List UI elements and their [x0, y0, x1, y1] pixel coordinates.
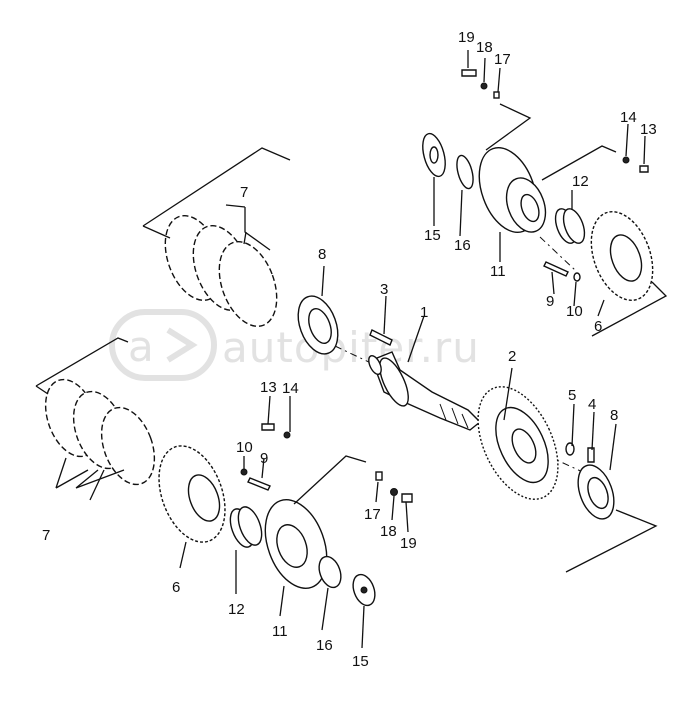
left-cap-15 — [352, 573, 376, 607]
left-bolt-13 — [261, 423, 275, 431]
callout-13-right: 13 — [640, 121, 657, 138]
callout-10-right: 10 — [566, 303, 583, 320]
callout-18-right: 18 — [476, 39, 493, 56]
leader-lines — [35, 50, 668, 649]
callout-17-left: 17 — [364, 506, 381, 523]
callout-9-right: 9 — [546, 293, 554, 310]
right-nut-17 — [493, 91, 500, 99]
left-carrier-11 — [264, 499, 328, 589]
callout-18-left: 18 — [380, 523, 397, 540]
callout-3: 3 — [380, 281, 388, 298]
left-pin-19 — [401, 493, 413, 503]
callout-1: 1 — [420, 304, 428, 321]
shim-set-bottom — [44, 378, 156, 486]
left-cage-6 — [158, 445, 226, 543]
callout-6-right: 6 — [594, 318, 602, 335]
callout-16-right: 16 — [454, 237, 471, 254]
callout-labels: 1 2 3 4 5 6 6 7 7 8 8 9 9 10 10 11 11 12… — [42, 29, 657, 670]
a-arrow-logo-icon: a — [109, 309, 217, 381]
right-cage-6 — [590, 211, 654, 301]
pinion-shaft — [368, 351, 482, 431]
bolt-3 — [369, 329, 393, 346]
bearing-bottom — [577, 464, 615, 520]
callout-15-left: 15 — [352, 653, 369, 670]
right-cap-15 — [422, 132, 446, 178]
callout-14-right: 14 — [620, 109, 637, 126]
right-ring-12 — [554, 208, 586, 244]
shim-set-top — [164, 215, 278, 327]
washer-5 — [565, 442, 575, 456]
callout-19-left: 19 — [400, 535, 417, 552]
callout-11-right: 11 — [490, 263, 506, 280]
callout-8-top: 8 — [318, 246, 326, 263]
svg-text:a: a — [128, 322, 155, 371]
watermark: a autopiter.ru — [109, 309, 480, 381]
callout-2: 2 — [508, 348, 516, 365]
callout-17-right: 17 — [494, 51, 511, 68]
callout-11-left: 11 — [272, 623, 288, 640]
right-bolt-13 — [639, 165, 649, 173]
right-carrier-11 — [478, 147, 547, 233]
left-ring-12 — [229, 506, 263, 548]
callout-12-left: 12 — [228, 601, 245, 618]
right-bolt-9 — [543, 261, 569, 277]
callout-4: 4 — [588, 396, 596, 413]
callout-10-left: 10 — [236, 439, 253, 456]
callout-16-left: 16 — [316, 637, 333, 654]
callout-13-left: 13 — [260, 379, 277, 396]
callout-19-right: 19 — [458, 29, 475, 46]
callout-9-left: 9 — [260, 450, 268, 467]
right-washer-18 — [480, 82, 488, 90]
callout-6-left: 6 — [172, 579, 180, 596]
bearing-top — [297, 295, 339, 355]
callout-15-right: 15 — [424, 227, 441, 244]
left-washer-18 — [390, 488, 398, 496]
callout-14-left: 14 — [282, 380, 299, 397]
left-bolt-9 — [247, 477, 271, 491]
right-pin-19 — [461, 69, 477, 77]
callout-5: 5 — [568, 387, 576, 404]
right-ring-16 — [456, 154, 474, 190]
callout-7-top: 7 — [240, 184, 248, 201]
callout-8-bottom: 8 — [610, 407, 618, 424]
bevel-gear — [477, 386, 559, 500]
left-nut-17 — [375, 471, 383, 481]
bolt-4 — [587, 447, 595, 463]
callout-7-bottom: 7 — [42, 527, 50, 544]
left-ring-16 — [318, 555, 342, 589]
watermark-text: autopiter.ru — [222, 323, 480, 372]
callout-12-right: 12 — [572, 173, 589, 190]
left-washer-14 — [283, 431, 291, 439]
right-washer-14 — [622, 156, 630, 164]
right-washer-10 — [573, 272, 581, 282]
